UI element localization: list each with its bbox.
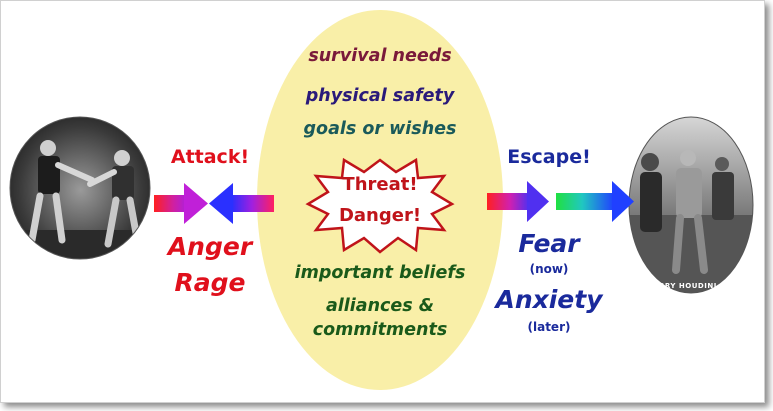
anxiety-label: Anxiety [495, 285, 603, 314]
escape-arrow-center [487, 181, 549, 222]
center-item-commitments: commitments [312, 320, 448, 340]
attack-label: Attack! [170, 146, 250, 168]
photo-caption: HARRY HOUDINI 1908 [647, 282, 741, 290]
burst-text-danger: Danger! [338, 205, 422, 226]
threat-burst [305, 157, 455, 254]
rage-label: Rage [174, 268, 246, 297]
attack-arrow-left [209, 183, 274, 224]
fear-label: Fear [518, 229, 580, 258]
center-item-beliefs: important beliefs [294, 263, 466, 283]
anxiety-note: (later) [527, 320, 571, 334]
center-item-safety: physical safety [305, 86, 455, 106]
boxers-photo [10, 117, 150, 259]
houdini-photo [629, 117, 753, 293]
burst-text-threat: Threat! [342, 174, 418, 195]
center-item-alliances: alliances & [325, 296, 435, 316]
escape-label: Escape! [507, 146, 591, 168]
fear-note: (now) [529, 262, 569, 276]
attack-arrow-right [154, 183, 208, 224]
anger-label: Anger [167, 232, 253, 261]
center-item-goals: goals or wishes [303, 119, 457, 139]
escape-arrow-right [556, 181, 634, 222]
center-item-survival: survival needs [308, 46, 452, 66]
